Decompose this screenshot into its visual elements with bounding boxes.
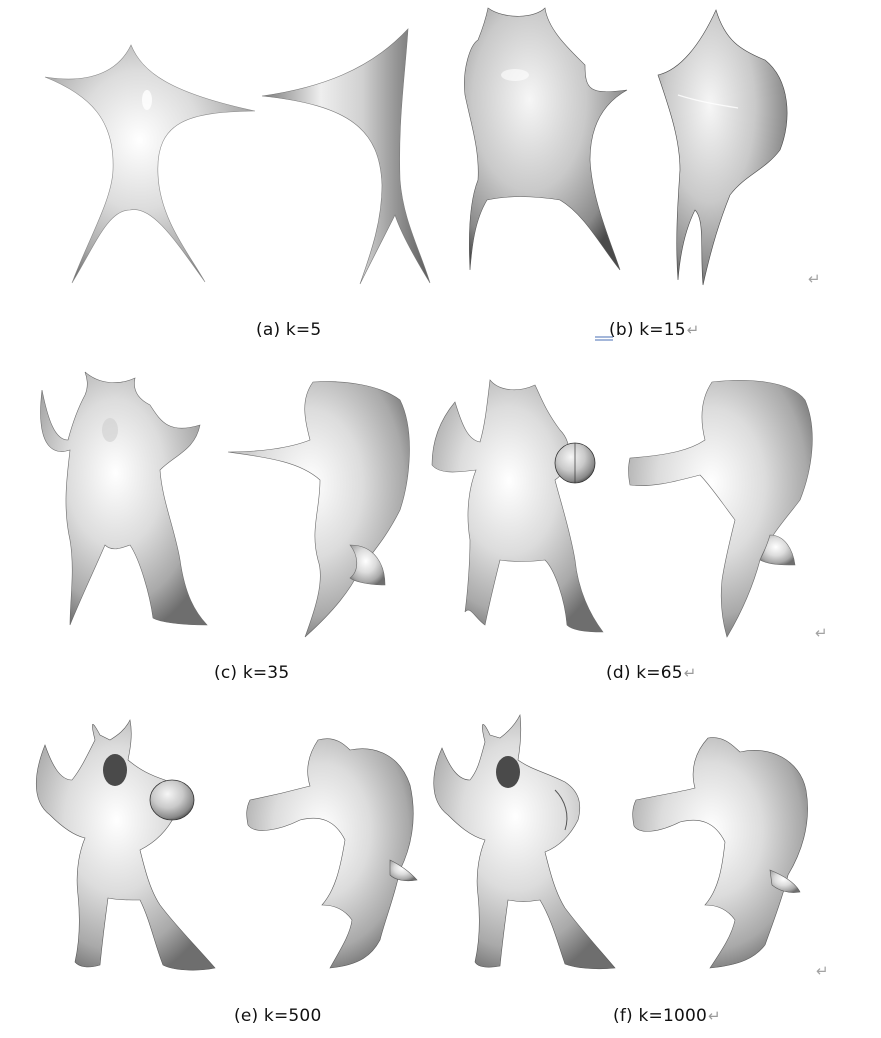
mesh-e-side bbox=[246, 738, 418, 969]
mesh-a-side bbox=[261, 28, 431, 285]
paragraph-mark-icon: ↵ bbox=[686, 321, 700, 339]
mesh-c-side bbox=[227, 381, 410, 638]
caption-c: (c) k=35 bbox=[214, 663, 290, 683]
mesh-b-side bbox=[657, 9, 788, 286]
mesh-c-front bbox=[40, 371, 208, 626]
mesh-d-front bbox=[431, 379, 604, 633]
mesh-a-front bbox=[44, 44, 256, 284]
mesh-d-side bbox=[628, 380, 813, 638]
mesh-f-side bbox=[632, 737, 808, 969]
mesh-e-front bbox=[35, 719, 216, 971]
mesh-f-front bbox=[433, 713, 616, 970]
paragraph-mark-icon: ↵ bbox=[683, 664, 697, 682]
paragraph-mark-icon: ↵ bbox=[815, 624, 828, 642]
caption-a: (a) k=5 bbox=[256, 320, 322, 340]
paragraph-mark-icon: ↵ bbox=[816, 962, 829, 980]
caption-d: (d) k=65↵ bbox=[606, 663, 697, 683]
paragraph-mark-icon: ↵ bbox=[808, 270, 821, 288]
paragraph-mark-icon: ↵ bbox=[708, 1007, 721, 1025]
mesh-b-front bbox=[464, 7, 628, 271]
caption-b: (b) k=15↵ bbox=[609, 320, 700, 340]
caption-e: (e) k=500 bbox=[234, 1006, 322, 1026]
caption-f: (f) k=1000↵ bbox=[613, 1006, 721, 1026]
